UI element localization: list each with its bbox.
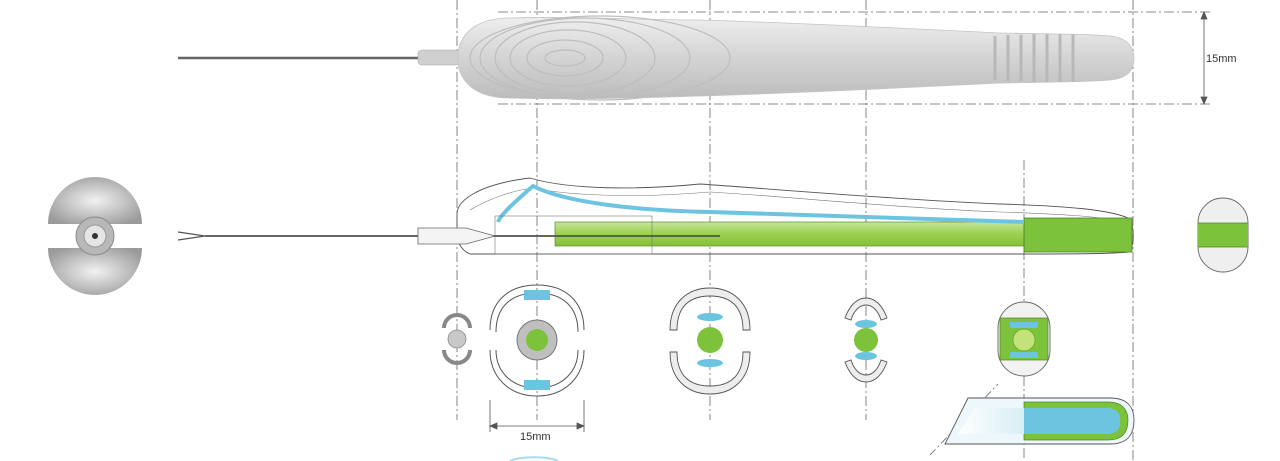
grip-pattern bbox=[469, 15, 731, 101]
forceps-tip bbox=[177, 231, 206, 241]
cross-section-1 bbox=[442, 313, 472, 365]
green-tube bbox=[554, 221, 1026, 247]
section-width-dimension bbox=[488, 400, 586, 432]
cross-section-2: 15mm bbox=[488, 284, 586, 443]
end-view-disc-bottom bbox=[48, 248, 142, 295]
grip-ridges bbox=[993, 34, 1075, 82]
ferrule bbox=[417, 49, 461, 66]
end-view-disc-top bbox=[48, 177, 142, 224]
nose-cone bbox=[417, 227, 497, 245]
tip-detail bbox=[929, 383, 1135, 456]
cross-section-3 bbox=[669, 287, 751, 395]
green-end-block bbox=[1023, 217, 1133, 253]
blue-wire bbox=[496, 183, 1025, 224]
handle-diameter-label: 15mm bbox=[1206, 53, 1237, 65]
cutaway-side-view bbox=[177, 177, 1134, 255]
section-width-label: 15mm bbox=[520, 431, 551, 443]
handle-body bbox=[457, 17, 1135, 100]
end-cap-section bbox=[1197, 197, 1249, 273]
handle-outline bbox=[456, 177, 1134, 255]
front-end-view bbox=[48, 177, 142, 295]
handle-side-view: 15mm bbox=[178, 10, 1237, 106]
handle-diameter-dimension bbox=[1200, 10, 1208, 106]
cross-section-5 bbox=[997, 301, 1051, 377]
partial-detail-arc bbox=[509, 456, 559, 461]
cross-section-4 bbox=[844, 297, 888, 383]
